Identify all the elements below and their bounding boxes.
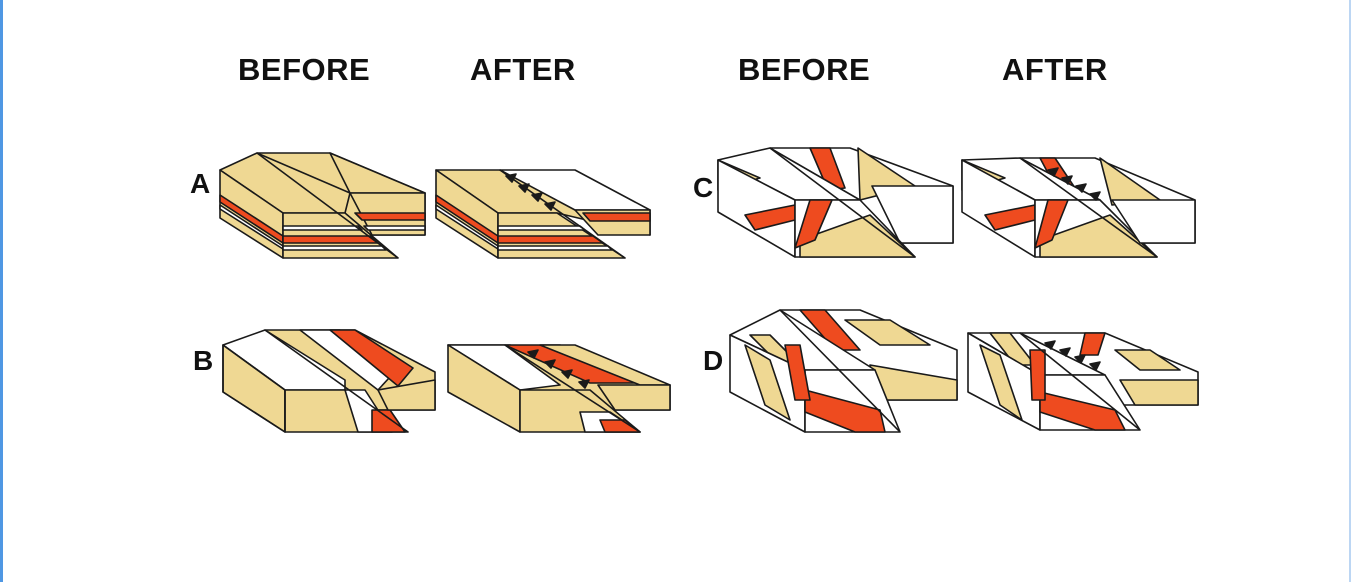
block-b-before (222, 329, 436, 433)
row-label-c: C (693, 172, 714, 203)
header-before-right: BEFORE (738, 52, 871, 87)
block-b-after (447, 344, 671, 433)
block-d-before (729, 309, 958, 433)
header-after-left: AFTER (470, 52, 576, 87)
right-frame-border (1349, 0, 1351, 582)
left-frame-border (0, 0, 3, 582)
block-c-after (961, 157, 1196, 258)
row-label-a: A (190, 168, 211, 199)
block-a-after (435, 169, 651, 259)
block-d-after (967, 332, 1199, 431)
block-c-before (717, 147, 954, 258)
row-label-b: B (193, 345, 214, 376)
row-label-d: D (703, 345, 724, 376)
header-before-left: BEFORE (238, 52, 371, 87)
header-after-right: AFTER (1002, 52, 1108, 87)
block-a-before (219, 152, 426, 259)
